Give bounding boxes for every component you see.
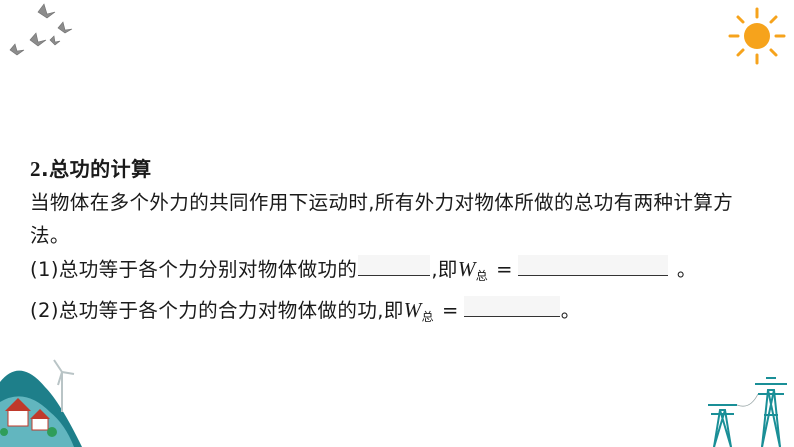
answer-blank-3[interactable]: [463, 296, 560, 317]
intro-paragraph: 当物体在多个外力的共同作用下运动时,所有外力对物体所做的总功有两种计算方法。: [30, 191, 734, 247]
equals-sign: =: [442, 299, 459, 322]
method-2-text: (2)总功等于各个力的合力对物体做的功,即: [30, 299, 404, 322]
work-subscript: 总: [475, 269, 489, 283]
equals-sign: =: [496, 258, 513, 281]
power-tower-icon: [708, 377, 787, 447]
method-1-middle: ,即: [431, 258, 458, 281]
method-2-end: 。: [560, 299, 581, 322]
work-subscript: 总: [421, 310, 435, 324]
text-content: 2.总功的计算 当物体在多个外力的共同作用下运动时,所有外力对物体所做的总功有两…: [30, 156, 770, 334]
village-landscape-decoration: [0, 359, 82, 447]
answer-blank-2[interactable]: [517, 255, 668, 276]
work-symbol: W: [403, 298, 422, 322]
section-heading: 2.总功的计算: [30, 156, 770, 182]
method-1: (1)总功等于各个力分别对物体做功的 ,即W总 = 。: [30, 252, 770, 293]
method-1-end: 。: [676, 258, 697, 281]
cranes-decoration: [9, 3, 73, 56]
method-2: (2)总功等于各个力的合力对物体做的功,即W总 = 。: [30, 293, 770, 334]
answer-blank-1[interactable]: [358, 255, 431, 276]
method-1-text: (1)总功等于各个力分别对物体做功的: [30, 258, 358, 281]
section-title: .总功的计算: [41, 157, 152, 181]
section-number: 2: [30, 157, 41, 181]
sun-icon: [728, 7, 786, 65]
work-symbol: W: [457, 257, 476, 281]
